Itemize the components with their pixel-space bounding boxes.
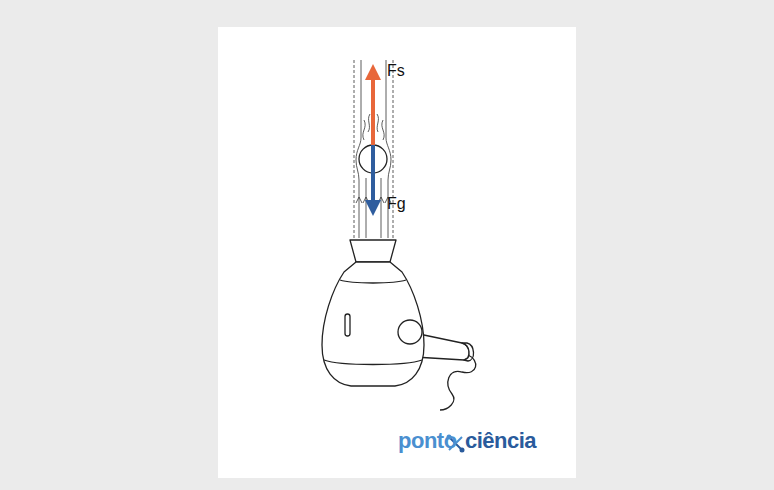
handle-end xyxy=(462,343,474,361)
body-seam xyxy=(324,360,422,365)
body-seam xyxy=(340,280,406,283)
streamline xyxy=(366,178,367,238)
handle-joint xyxy=(398,320,422,344)
logo-watermark: ciência xyxy=(465,430,536,452)
logo-watermark: ponto xyxy=(398,430,457,452)
streamline xyxy=(381,178,382,238)
dryer-switch xyxy=(345,314,350,336)
dryer-body xyxy=(322,262,424,386)
power-cord xyxy=(440,355,476,410)
hair-dryer xyxy=(322,240,476,410)
force-label: Fg xyxy=(387,196,406,212)
gravity-force-arrow xyxy=(371,145,375,208)
streamline xyxy=(356,60,361,238)
panel-background xyxy=(218,27,576,478)
dryer-nozzle xyxy=(350,240,396,262)
outer-streamline xyxy=(354,58,355,238)
force-label: Fs xyxy=(387,63,405,79)
